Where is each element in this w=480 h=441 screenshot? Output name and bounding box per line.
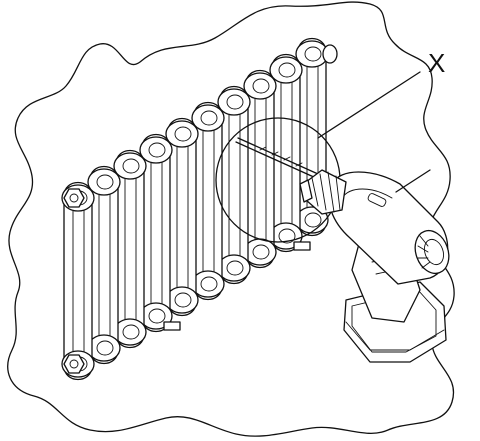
- radiator-end-plug: [63, 354, 85, 374]
- radiator-section: [243, 69, 277, 269]
- radiator-icon: [61, 37, 338, 381]
- radiator-section: [217, 85, 251, 285]
- radiator-section: [87, 165, 121, 365]
- wall-edge-line: [395, 169, 431, 193]
- wall-outline: [7, 1, 455, 437]
- radiator-section: [61, 181, 95, 381]
- callout-leader-line: [317, 71, 421, 139]
- radiator-rear-plug: [322, 44, 338, 64]
- radiator-section: [139, 133, 181, 333]
- cordless-drill-icon: [299, 169, 450, 363]
- radiator-end-plug: [63, 188, 85, 208]
- callout-label: X: [428, 48, 445, 78]
- radiator-section: [191, 101, 225, 301]
- drill-bit-icon: [235, 137, 319, 179]
- radiator-section: [113, 149, 147, 349]
